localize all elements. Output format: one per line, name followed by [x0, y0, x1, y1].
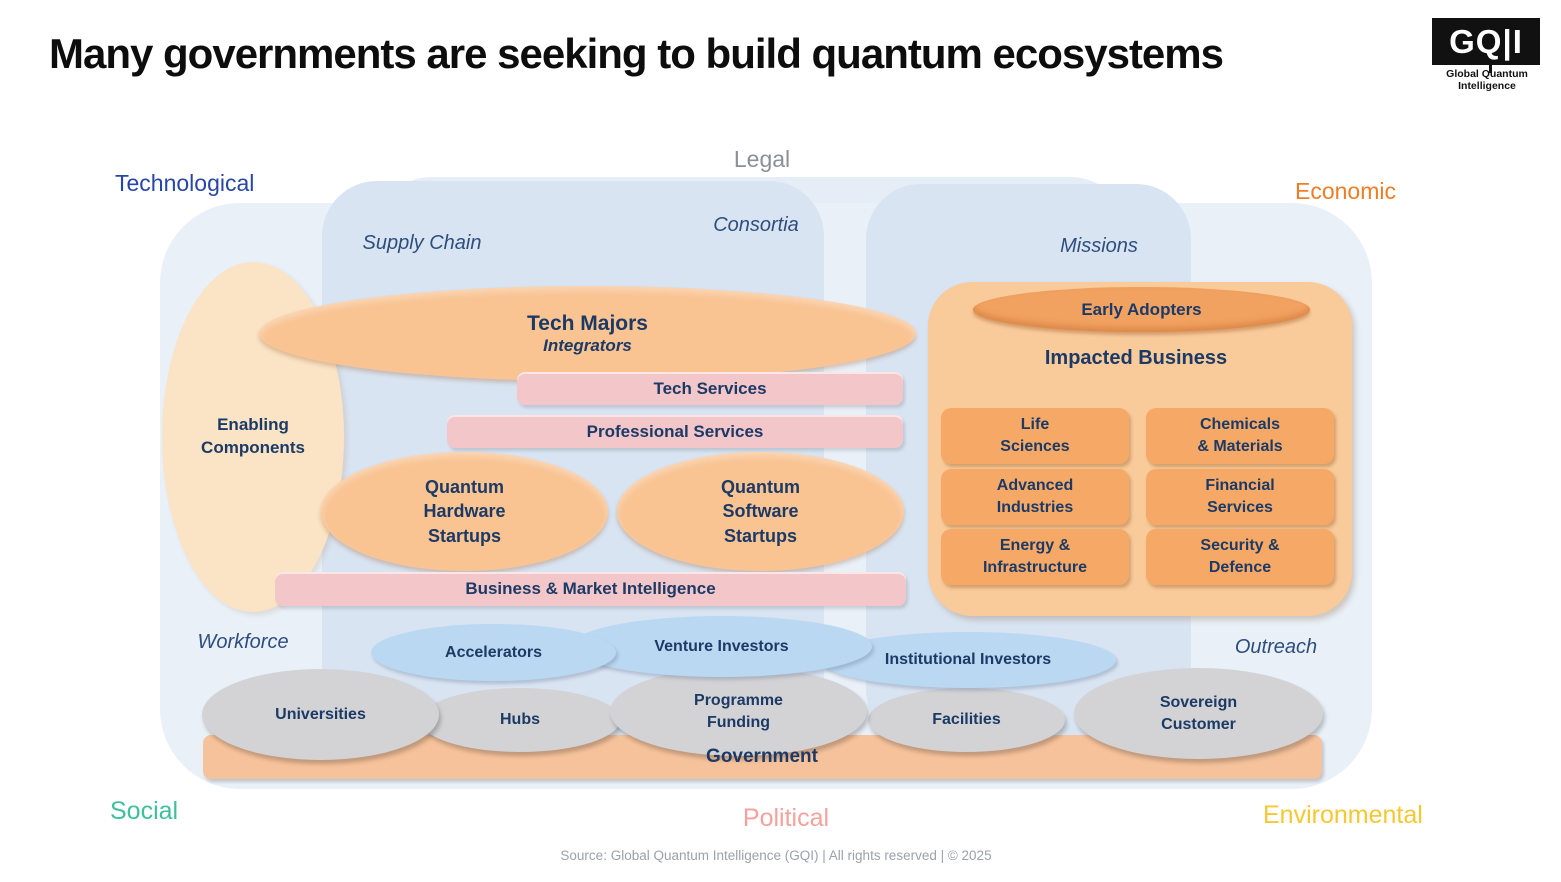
sovereign-customer-node: Sovereign Customer: [1074, 668, 1323, 759]
accelerators-label: Accelerators: [445, 643, 542, 661]
region-label-missions: Missions: [1060, 235, 1138, 257]
sector-financial-services-label: Financial Services: [1205, 477, 1275, 516]
pestle-label-political: Political: [742, 804, 830, 832]
venture-investors-node: Venture Investors: [571, 616, 872, 677]
sector-security-defence: Security & Defence: [1146, 529, 1334, 585]
venture-investors-label: Venture Investors: [654, 637, 789, 655]
professional-services-label: Professional Services: [586, 421, 764, 441]
quantum-software-startups-node: Quantum Software Startups: [617, 452, 904, 571]
tech-majors-sublabel: Integrators: [543, 335, 632, 355]
pestle-label-economic: Economic: [1295, 178, 1396, 204]
sector-life-sciences-label: Life Sciences: [1000, 416, 1070, 455]
quantum-software-startups-label: Quantum Software Startups: [721, 477, 800, 546]
sector-financial-services: Financial Services: [1146, 469, 1334, 525]
facilities-node: Facilities: [868, 688, 1065, 752]
professional-services-bar: Professional Services: [447, 415, 903, 448]
tech-services-bar: Tech Services: [517, 372, 903, 405]
tech-majors-label: Tech Majors: [527, 311, 648, 335]
pestle-label-legal: Legal: [733, 146, 791, 172]
region-label-outreach: Outreach: [1234, 636, 1318, 658]
quantum-hardware-startups-node: Quantum Hardware Startups: [321, 452, 608, 571]
business-market-intelligence-bar: Business & Market Intelligence: [275, 572, 906, 606]
government-label: Government: [706, 746, 818, 767]
business-market-intelligence-label: Business & Market Intelligence: [465, 579, 716, 598]
sector-energy-infrastructure: Energy & Infrastructure: [941, 529, 1129, 585]
region-label-supply-chain: Supply Chain: [362, 232, 482, 254]
sovereign-customer-label: Sovereign Customer: [1159, 693, 1238, 733]
quantum-hardware-startups-label: Quantum Hardware Startups: [423, 477, 506, 546]
region-label-consortia: Consortia: [713, 214, 799, 236]
source-attribution: Source: Global Quantum Intelligence (GQI…: [560, 848, 992, 863]
gqi-logo-caption: Global Quantum Intelligence: [1446, 68, 1528, 92]
region-label-workforce: Workforce: [197, 631, 289, 653]
sector-life-sciences: Life Sciences: [941, 408, 1129, 464]
programme-funding-node: Programme Funding: [610, 667, 867, 756]
sector-chemicals-materials: Chemicals & Materials: [1146, 408, 1334, 464]
sector-security-defence-label: Security & Defence: [1200, 537, 1280, 576]
hubs-node: Hubs: [420, 688, 620, 752]
gqi-logo-acronym: GQ|I: [1449, 22, 1523, 60]
page-title: Many governments are seeking to build qu…: [49, 30, 1224, 77]
sector-advanced-industries-label: Advanced Industries: [996, 477, 1074, 516]
pestle-label-environmental: Environmental: [1263, 801, 1423, 829]
universities-node: Universities: [202, 669, 439, 760]
gqi-logo-q-tail: [1489, 65, 1492, 73]
facilities-label: Facilities: [932, 711, 1001, 728]
sector-chemicals-materials-label: Chemicals & Materials: [1197, 416, 1283, 455]
enabling-components-label: Enabling Components: [201, 415, 305, 457]
universities-label: Universities: [275, 705, 366, 723]
sector-advanced-industries: Advanced Industries: [941, 469, 1129, 525]
early-adopters-node: Early Adopters: [973, 287, 1310, 332]
accelerators-node: Accelerators: [371, 624, 616, 681]
tech-majors-node: Tech Majors Integrators: [259, 286, 916, 381]
gqi-logo: GQ|I: [1432, 18, 1540, 65]
institutional-investors-label: Institutional Investors: [884, 651, 1052, 668]
impacted-business-heading: Impacted Business: [1044, 347, 1228, 369]
tech-services-label: Tech Services: [653, 378, 767, 398]
early-adopters-label: Early Adopters: [1081, 299, 1202, 319]
programme-funding-label: Programme Funding: [694, 691, 783, 731]
hubs-label: Hubs: [500, 711, 540, 728]
pestle-label-social: Social: [110, 797, 179, 825]
sector-energy-infrastructure-label: Energy & Infrastructure: [982, 537, 1088, 576]
pestle-label-technological: Technological: [115, 170, 255, 196]
